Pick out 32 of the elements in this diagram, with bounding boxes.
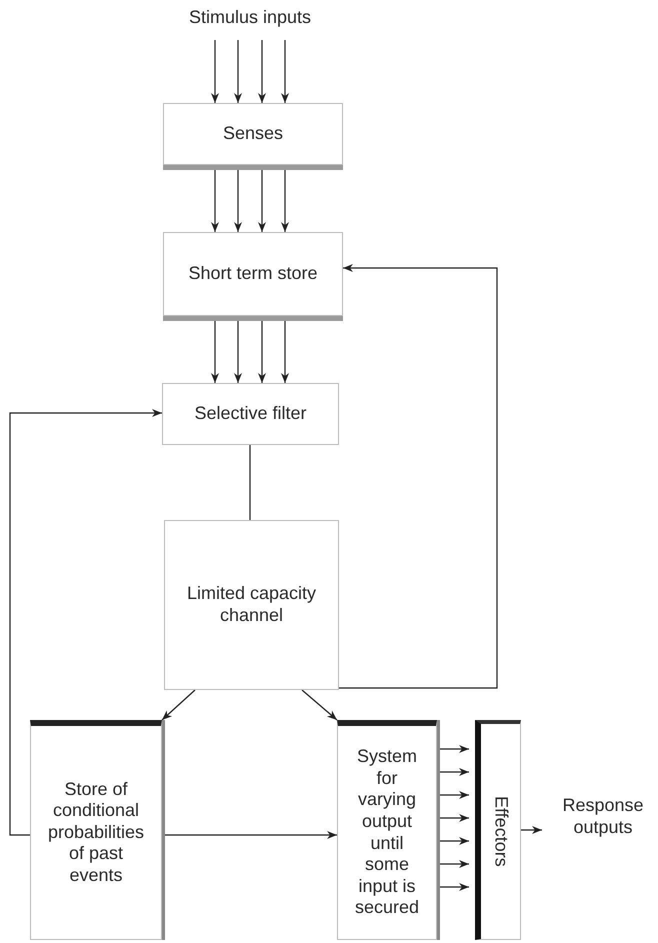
- arrow: [211, 40, 219, 103]
- process-box: [475, 720, 521, 940]
- arrow: [437, 860, 469, 868]
- arrow: [162, 831, 337, 839]
- arrow: [9, 409, 162, 836]
- arrow: [162, 690, 196, 720]
- arrow: [437, 791, 469, 799]
- box-label: System for varying output until some input is secured: [354, 746, 420, 919]
- arrow: [437, 745, 469, 753]
- arrow: [258, 40, 266, 103]
- process-box: [337, 720, 437, 940]
- arrow: [281, 40, 289, 103]
- process-box: [162, 383, 339, 445]
- text-label: Stimulus inputs: [188, 7, 312, 29]
- arrow: [234, 40, 242, 103]
- arrow: [302, 690, 338, 720]
- arrow: [437, 768, 469, 776]
- text-label: Response outputs: [561, 795, 645, 839]
- box-label: Store of conditional probabilities of past events: [46, 778, 146, 886]
- arrow: [437, 814, 469, 822]
- box-label: Selective filter: [194, 403, 307, 425]
- box-label: Senses: [222, 123, 284, 145]
- process-box: [164, 520, 339, 690]
- arrow: [521, 826, 542, 834]
- arrow: [437, 883, 469, 891]
- box-label: Short term store: [188, 263, 318, 285]
- arrow: [339, 264, 498, 689]
- arrow: [437, 837, 469, 845]
- process-box: [30, 720, 162, 940]
- connector-line: [249, 445, 251, 520]
- box-label: Limited capacity channel: [186, 583, 318, 627]
- box-label: Effectors: [490, 796, 512, 867]
